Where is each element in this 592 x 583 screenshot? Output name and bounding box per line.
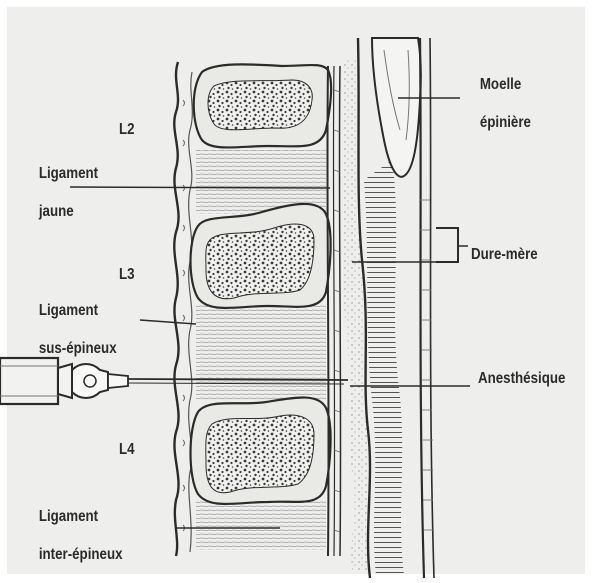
label-ligament-sus-line2: sus-épineux	[39, 340, 117, 357]
label-moelle-epiniere: Moelle épinière	[465, 56, 531, 151]
spinal-cord	[372, 38, 421, 177]
label-ligament-inter-line1: Ligament	[39, 508, 98, 525]
leader-ligament-sus	[140, 320, 196, 324]
label-ligament-inter-line2: inter-épineux	[39, 546, 123, 563]
label-anesthesique: Anesthésique	[478, 369, 565, 388]
label-l3: L3	[119, 265, 135, 284]
label-ligament-jaune-line1: Ligament	[39, 165, 98, 182]
label-ligament-jaune-line2: jaune	[39, 203, 74, 220]
dura-mere-bracket	[436, 228, 458, 262]
label-dure-mere: Dure-mère	[471, 245, 538, 264]
label-ligament-inter-epineux: Ligament inter-épineux	[24, 488, 123, 583]
leader-ligament-jaune	[70, 187, 330, 188]
label-ligament-sus-line1: Ligament	[39, 302, 98, 319]
label-moelle-line2: épinière	[480, 114, 531, 131]
label-ligament-sus-epineux: Ligament sus-épineux	[24, 282, 117, 377]
label-ligament-jaune: Ligament jaune	[24, 145, 98, 240]
label-moelle-line1: Moelle	[480, 76, 521, 93]
skin-outline	[174, 62, 178, 556]
needle	[128, 379, 348, 380]
label-l4: L4	[119, 440, 135, 459]
label-l2: L2	[119, 120, 135, 139]
